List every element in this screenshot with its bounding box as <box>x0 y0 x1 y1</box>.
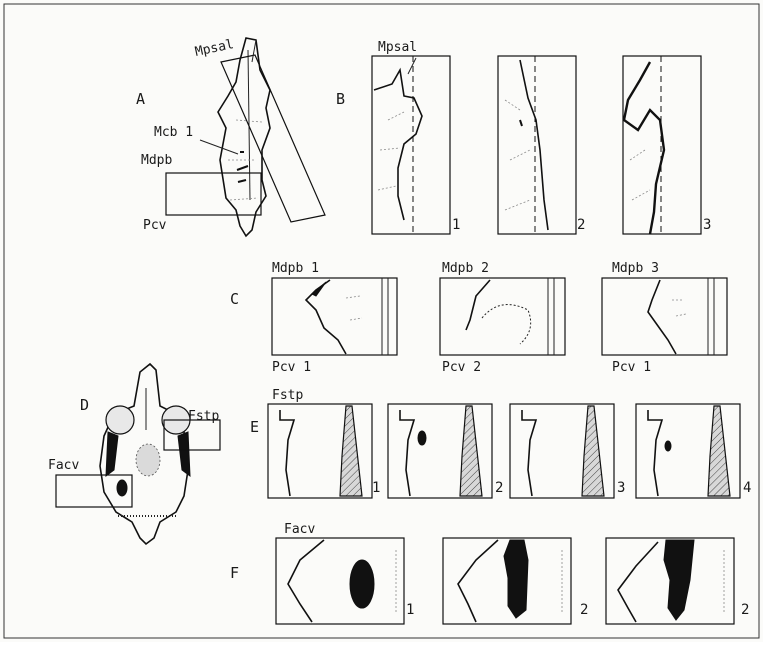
panel-e-num-1: 1 <box>372 480 380 496</box>
panel-f-box-1 <box>276 538 404 624</box>
panel-b-num-1: 1 <box>452 217 460 233</box>
panel-a-skull <box>218 38 270 236</box>
panel-f-box-2 <box>443 538 571 624</box>
panel-d-label-fstp: Fstp <box>188 409 219 424</box>
panel-f-num-2: 2 <box>580 602 588 618</box>
panel-b-box-3 <box>623 56 701 234</box>
panel-e-box-3 <box>510 404 614 498</box>
panel-a-mdpb-box <box>166 173 261 215</box>
panel-d-label-facv: Facv <box>48 458 79 473</box>
panel-e-label-fstp: Fstp <box>272 388 303 403</box>
panel-f-num-3: 2 <box>741 602 749 618</box>
panel-c-box-2 <box>440 278 565 355</box>
panel-e-num-4: 4 <box>743 480 751 496</box>
panel-c-box-1 <box>272 278 397 355</box>
panel-b-num-3: 3 <box>703 217 711 233</box>
panel-letter-d: D <box>80 396 89 414</box>
panel-c-bottom-label-1: Pcv 1 <box>272 360 311 375</box>
panel-a-label-mcb: Mcb 1 <box>154 125 193 140</box>
panel-e-box-1 <box>268 404 372 498</box>
panel-letter-f: F <box>230 564 239 582</box>
panel-letter-b: B <box>336 90 345 108</box>
panel-e-num-3: 3 <box>617 480 625 496</box>
panel-a-mpsal-leader <box>252 40 256 62</box>
panel-letter-c: C <box>230 290 239 308</box>
panel-f-num-1: 1 <box>406 602 414 618</box>
panel-b-box-2 <box>498 56 576 234</box>
panel-a-label-mdpb: Mdpb <box>141 153 172 168</box>
panel-e-num-2: 2 <box>495 480 503 496</box>
panel-e-box-2 <box>388 404 492 498</box>
panel-c-bottom-label-2: Pcv 2 <box>442 360 481 375</box>
panel-b-box-1 <box>372 56 450 234</box>
panel-c-bottom-label-3: Pcv 1 <box>612 360 651 375</box>
panel-letter-e: E <box>250 418 259 436</box>
panel-f-box-3 <box>606 538 734 624</box>
panel-a-label-pcv: Pcv <box>143 218 167 233</box>
panel-a-mcb-leader <box>200 140 238 154</box>
panel-letter-a: A <box>136 90 145 108</box>
panel-c-top-label-1: Mdpb 1 <box>272 261 319 276</box>
panel-b-label-mpsal: Mpsal <box>378 40 417 55</box>
panel-f-label-facv: Facv <box>284 522 315 537</box>
panel-a-label-mpsal: Mpsal <box>194 37 235 60</box>
panel-e-box-4 <box>636 404 740 498</box>
panel-b-num-2: 2 <box>577 217 585 233</box>
panel-c-top-label-2: Mdpb 2 <box>442 261 489 276</box>
panel-c-box-3 <box>602 278 727 355</box>
panel-c-top-label-3: Mdpb 3 <box>612 261 659 276</box>
panel-d-skull <box>100 364 190 544</box>
